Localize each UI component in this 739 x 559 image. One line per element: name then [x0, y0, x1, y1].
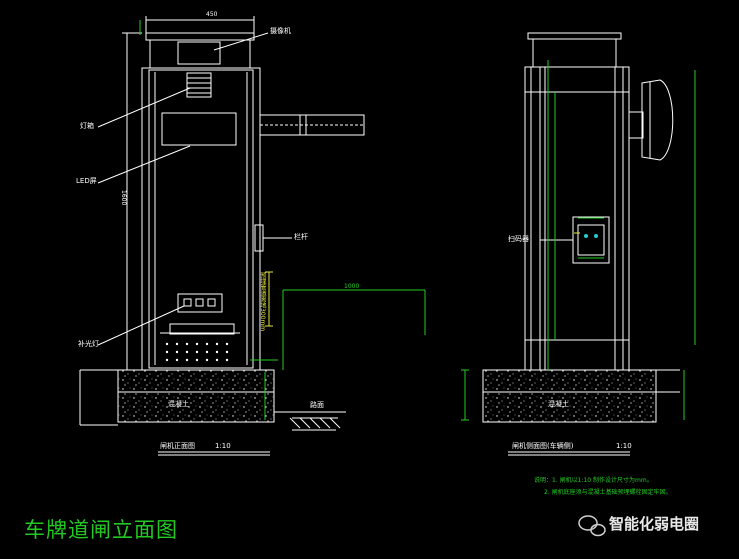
front-scale: 1:10 — [215, 442, 231, 450]
dim-vertical-note: 预埋管道离地300mm — [259, 272, 266, 332]
front-camera-window — [177, 41, 221, 65]
watermark-text: 智能化弱电圈 — [609, 515, 700, 533]
side-cabinet — [524, 66, 630, 371]
front-led-screen — [161, 112, 237, 146]
side-view — [482, 32, 680, 423]
label-side-scanner: 扫码器 — [508, 235, 529, 243]
label-fill-light: 补光灯 — [78, 340, 99, 348]
front-top-cap — [145, 32, 255, 41]
front-panel-dots — [165, 342, 229, 362]
label-side-concrete: 混凝土 — [548, 400, 569, 408]
label-ground: 路面 — [310, 401, 324, 409]
label-boom-arm: 栏杆 — [294, 233, 308, 241]
label-concrete-base: 混凝土 — [168, 400, 189, 408]
front-light-box — [186, 72, 212, 98]
dim-height: 1600 — [120, 190, 127, 206]
label-led-screen: LED屏 — [76, 177, 97, 185]
label-camera: 摄像机 — [270, 27, 291, 35]
front-yellow-dims — [265, 271, 273, 327]
side-green-dims — [461, 60, 696, 421]
dim-base: 1000 — [344, 283, 360, 290]
side-scale: 1:10 — [616, 442, 632, 450]
side-top-cap — [527, 32, 622, 40]
drawing-title: 车牌道闸立面图 — [24, 518, 178, 542]
front-green-dims — [139, 20, 426, 420]
label-light-box: 灯箱 — [80, 122, 94, 130]
front-fill-light — [177, 293, 223, 313]
side-boom-disk — [641, 79, 674, 161]
front-view — [79, 16, 365, 431]
wechat-icon — [578, 515, 606, 537]
note-line-1: 说明：1. 闸机以1:10 制作设计尺寸为mm。 — [534, 477, 653, 484]
front-caption: 闸机正面图 — [160, 442, 195, 450]
side-caption: 闸机侧面图(车辆侧) — [512, 442, 574, 450]
scanner-dots — [584, 234, 598, 238]
side-concrete-base — [482, 369, 657, 423]
front-concrete-base — [117, 369, 275, 423]
note-line-2: 2. 闸机底座须与混凝土基础预埋螺栓固定牢固。 — [544, 489, 672, 496]
dim-top: 450 — [206, 11, 218, 18]
